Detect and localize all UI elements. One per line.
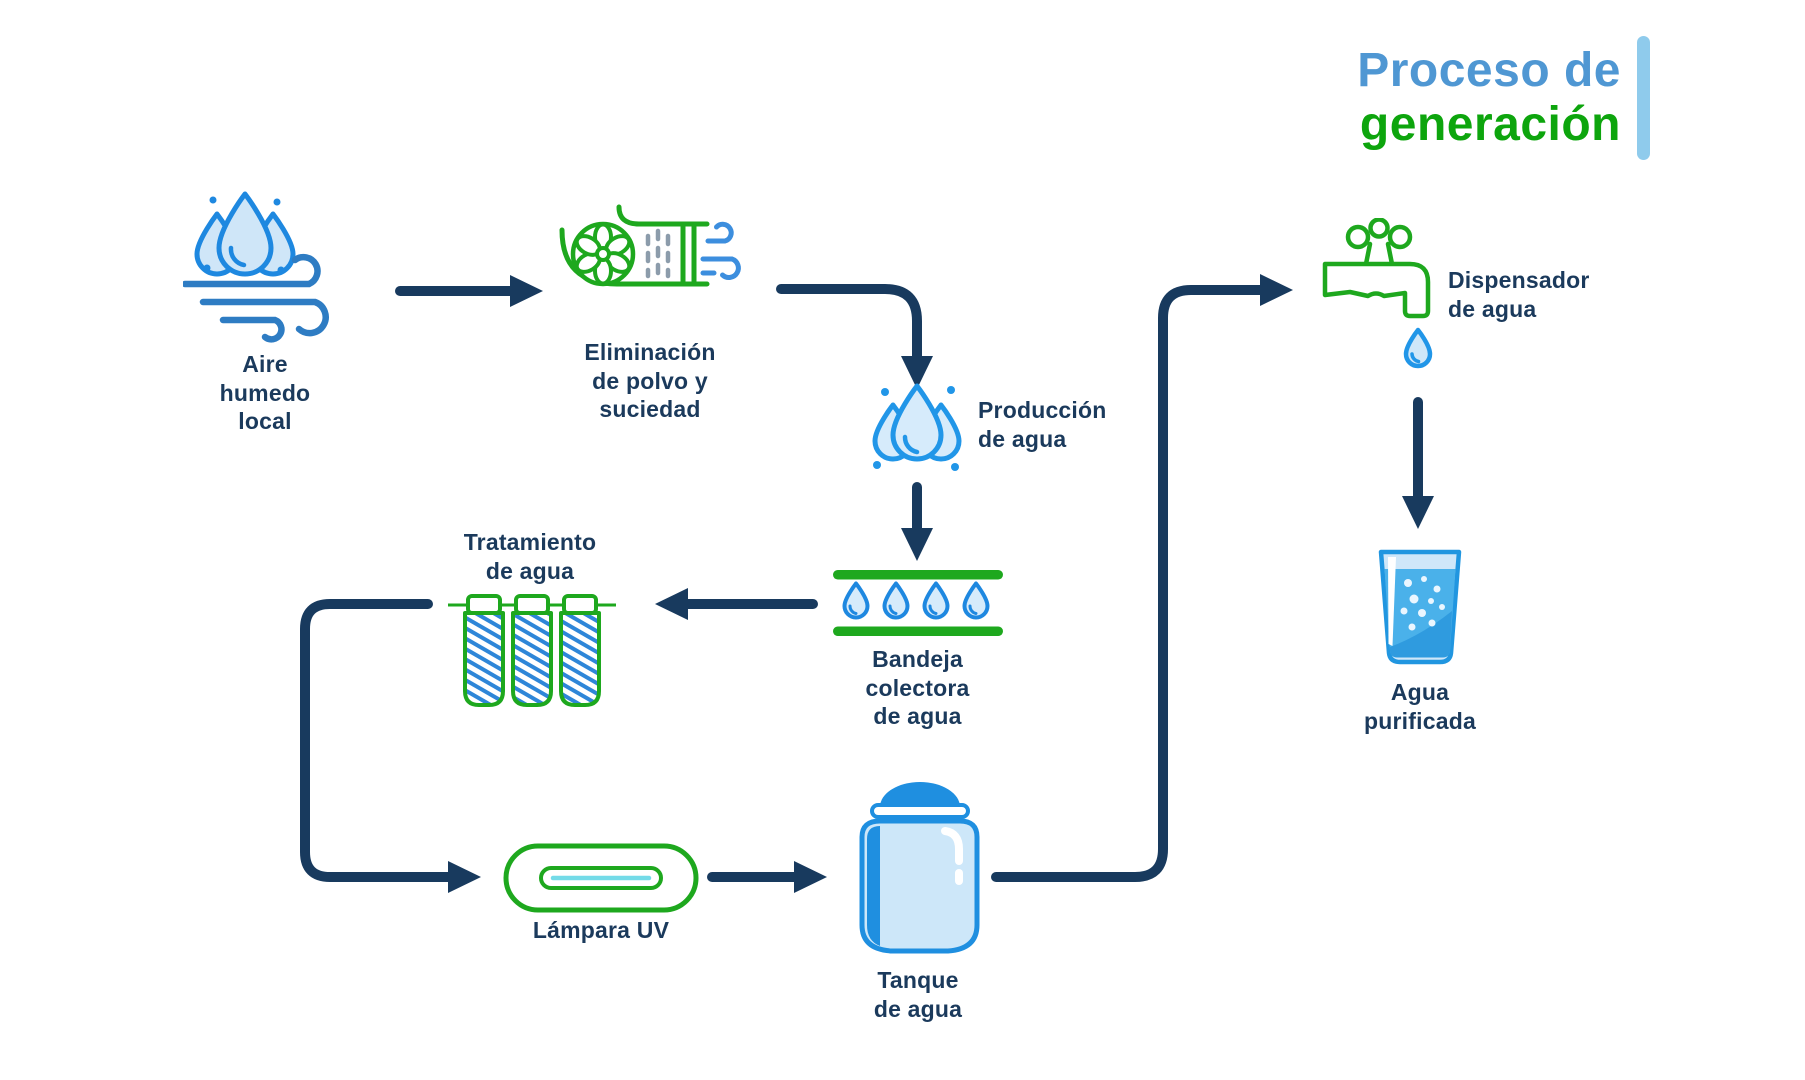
bandeja-label: Bandeja colectora de agua [865, 646, 970, 729]
title-accent-bar [1637, 36, 1650, 160]
arrow-eliminacion-to-produccion [776, 284, 933, 389]
humid-air-drops-wind-icon [183, 191, 329, 343]
eliminacion-label: Eliminación de polvo y suciedad [584, 339, 716, 422]
aire-label: Aire humedo local [219, 351, 311, 434]
glass-of-water-icon [1378, 549, 1462, 665]
page-title-text: Proceso de generación [1357, 44, 1621, 152]
produccion-label: Producción de agua [978, 397, 1107, 452]
water-drops-icon [872, 383, 962, 471]
tanque-label: Tanque de agua [873, 967, 963, 1022]
uv-lamp-icon [503, 843, 699, 913]
title-line-2: generación [1359, 98, 1621, 151]
arrow-tratamiento-to-lampara [300, 599, 481, 893]
tratamiento-label: Tratamiento de agua [463, 529, 597, 584]
dispensador-label: Dispensador de agua [1448, 267, 1590, 322]
collector-tray-drops-icon [833, 570, 1003, 636]
lampara-label: Lámpara UV [532, 917, 670, 943]
title-line-1: Proceso de [1357, 44, 1621, 97]
page-title: Proceso de generación [1357, 36, 1650, 160]
filter-cartridges-icon [448, 594, 616, 707]
fan-dust-filter-icon [559, 204, 741, 287]
water-tank-icon [859, 782, 980, 954]
vaso-label: Agua purificada [1364, 679, 1476, 734]
faucet-drop-icon [1322, 218, 1433, 369]
arrow-tanque-to-dispensador [991, 274, 1293, 882]
